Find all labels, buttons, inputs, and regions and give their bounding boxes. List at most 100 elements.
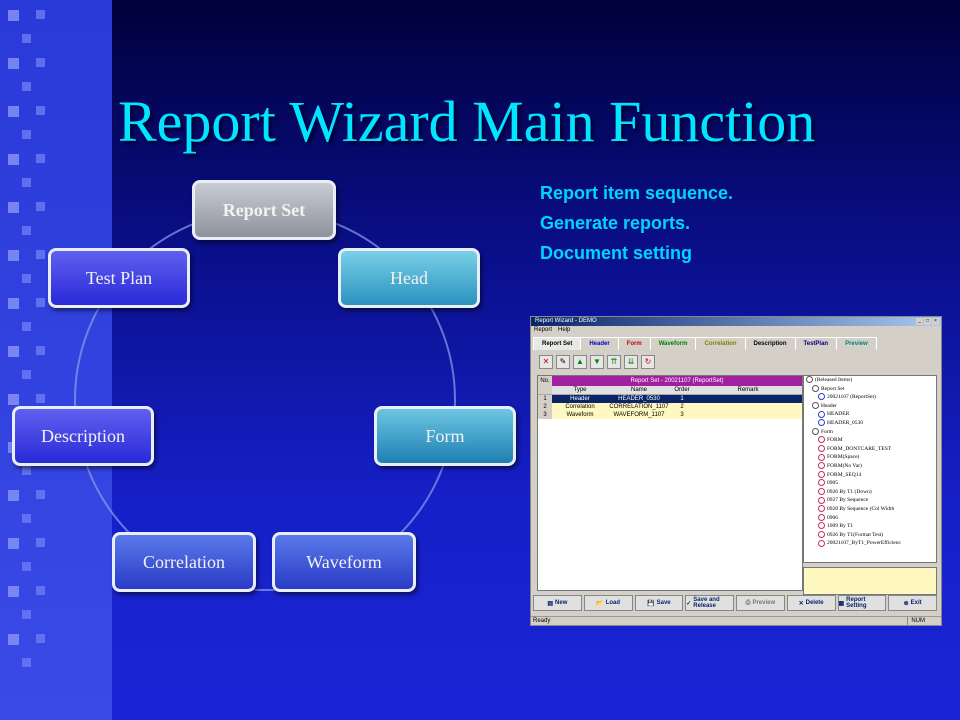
tree-node[interactable]: Header bbox=[804, 402, 936, 411]
window-title: Report Wizard - DEMO bbox=[535, 318, 597, 324]
decor-square bbox=[8, 58, 19, 69]
note-line: Document setting bbox=[540, 243, 693, 263]
tree-node-label: 0926 By T1 (Down) bbox=[827, 488, 872, 495]
col-remark: Remark bbox=[737, 387, 759, 393]
tree-node[interactable]: 0928 By Sequence (Col Width bbox=[804, 505, 936, 514]
tree-node[interactable]: FORM_DONTCARE_TEST bbox=[804, 444, 936, 454]
tree-node[interactable]: HEADER_0530 bbox=[804, 419, 936, 428]
decor-square bbox=[8, 106, 19, 117]
button-icon: ✓ bbox=[686, 600, 692, 607]
tree-node[interactable]: 0906 bbox=[804, 513, 936, 523]
decor-square bbox=[36, 586, 45, 595]
preview-button[interactable]: ⎙Preview bbox=[736, 595, 785, 611]
grid-toolbar: ✕ ✎ ▲ ▼ ⇈ ⇊ ↻ bbox=[539, 355, 655, 369]
tree-node-label: (Released Items) bbox=[815, 377, 853, 383]
tree-node-label: FORM_SEQ14 bbox=[827, 471, 862, 478]
slide-title: Report Wizard Main Function bbox=[118, 89, 816, 154]
item-icon bbox=[818, 419, 825, 427]
new-button[interactable]: ▤New bbox=[533, 595, 582, 611]
cycle-node-description: Description bbox=[12, 406, 154, 466]
tree-node[interactable]: 1009 By T1 bbox=[804, 522, 936, 531]
cycle-node-test-plan: Test Plan bbox=[48, 248, 190, 308]
menu-report[interactable]: Report bbox=[534, 327, 553, 333]
decor-square bbox=[36, 58, 45, 67]
close-icon[interactable]: × bbox=[932, 318, 939, 325]
minimize-icon[interactable]: _ bbox=[916, 318, 923, 325]
tab-description[interactable]: Description bbox=[744, 337, 796, 350]
move-bottom-icon[interactable]: ⇊ bbox=[624, 355, 638, 369]
tree-node[interactable]: FORM(Space) bbox=[804, 453, 936, 462]
folder-icon bbox=[806, 376, 813, 384]
decor-square bbox=[22, 130, 31, 139]
table-row[interactable]: 2 Correlation CORRELATION_1107 2 bbox=[538, 403, 802, 411]
decor-square bbox=[22, 322, 31, 331]
move-up-icon[interactable]: ▲ bbox=[573, 355, 587, 369]
decor-square bbox=[22, 658, 31, 667]
tree-node[interactable]: Form bbox=[804, 427, 936, 437]
refresh-icon[interactable]: ↻ bbox=[641, 355, 655, 369]
tab-correlation[interactable]: Correlation bbox=[695, 337, 746, 350]
tree-node[interactable]: FORM bbox=[804, 436, 936, 445]
tree-node[interactable]: 20021107_ByT1_PowerEfficienc bbox=[804, 539, 936, 548]
tree-node[interactable]: 20021107 (ReportSet) bbox=[804, 393, 936, 402]
save-and-release-button[interactable]: ✓Save and Release bbox=[685, 595, 734, 611]
delete-row-icon[interactable]: ✕ bbox=[539, 355, 553, 369]
tree-node[interactable]: (Released Items) bbox=[804, 376, 936, 385]
tree-node-label: 0905 bbox=[827, 480, 838, 487]
button-icon: 💾 bbox=[647, 600, 655, 607]
move-top-icon[interactable]: ⇈ bbox=[607, 355, 621, 369]
decor-square bbox=[8, 202, 19, 213]
tree-node[interactable]: 0926 By T1 (Down) bbox=[804, 487, 936, 497]
note-line: Report item sequence. bbox=[540, 183, 734, 203]
menu-bar: Report Help bbox=[531, 326, 941, 334]
decor-square bbox=[36, 10, 45, 19]
tab-testplan[interactable]: TestPlan bbox=[794, 337, 838, 350]
report-wizard-window: Report Wizard - DEMO _ □ × Report Help R… bbox=[530, 316, 942, 626]
move-down-icon[interactable]: ▼ bbox=[590, 355, 604, 369]
decor-square bbox=[36, 394, 45, 403]
save-button[interactable]: 💾Save bbox=[634, 595, 684, 611]
decor-square bbox=[8, 538, 19, 549]
load-button[interactable]: 📂Load bbox=[583, 595, 633, 611]
table-row[interactable]: 3 Waveform WAVEFORM_1107 3 bbox=[538, 411, 802, 419]
item-icon bbox=[818, 462, 825, 470]
item-icon bbox=[818, 539, 825, 547]
menu-help[interactable]: Help bbox=[558, 327, 571, 333]
item-icon bbox=[818, 453, 825, 461]
tree-node[interactable]: Report Set bbox=[804, 384, 936, 394]
tab-preview[interactable]: Preview bbox=[836, 337, 877, 350]
tab-report-set[interactable]: Report Set bbox=[533, 337, 582, 350]
decor-square bbox=[22, 226, 31, 235]
decor-square bbox=[8, 490, 19, 501]
tree-node-label: HEADER bbox=[827, 411, 850, 418]
table-row[interactable]: 1 Header HEADER_0530 1 bbox=[538, 395, 802, 403]
tree-node[interactable]: FORM(No Var) bbox=[804, 462, 936, 471]
decor-square bbox=[8, 346, 19, 357]
tree-node[interactable]: FORM_SEQ14 bbox=[804, 470, 936, 480]
report-set-grid: No. Report Set - 20021107 (ReportSet) Ty… bbox=[537, 375, 803, 591]
report-setting-button[interactable]: ▦Report Setting bbox=[837, 595, 887, 611]
tab-header[interactable]: Header bbox=[580, 337, 619, 350]
maximize-icon[interactable]: □ bbox=[924, 318, 931, 325]
tree-node-label: 1009 By T1 bbox=[827, 523, 854, 530]
tree-node[interactable]: 0926 By T1(Format Test) bbox=[804, 530, 936, 540]
tree-node-label: 20021107 (ReportSet) bbox=[827, 394, 876, 401]
delete-button[interactable]: ✕Delete bbox=[786, 595, 836, 611]
edit-icon[interactable]: ✎ bbox=[556, 355, 570, 369]
status-text: Ready bbox=[533, 618, 551, 624]
decor-square bbox=[8, 298, 19, 309]
button-icon: ▤ bbox=[547, 600, 554, 607]
decor-square bbox=[22, 610, 31, 619]
tree-node[interactable]: 0905 bbox=[804, 479, 936, 488]
tab-form[interactable]: Form bbox=[617, 337, 651, 350]
tree-node[interactable]: 0927 By Sequence bbox=[804, 496, 936, 505]
button-icon: ✕ bbox=[798, 600, 804, 607]
tree-node[interactable]: HEADER bbox=[804, 410, 936, 419]
item-icon bbox=[818, 505, 825, 513]
tab-waveform[interactable]: Waveform bbox=[649, 337, 697, 350]
exit-button[interactable]: ⊗Exit bbox=[888, 595, 937, 611]
tree-node-label: FORM_DONTCARE_TEST bbox=[827, 445, 892, 452]
tree-node-label: Form bbox=[821, 428, 833, 435]
